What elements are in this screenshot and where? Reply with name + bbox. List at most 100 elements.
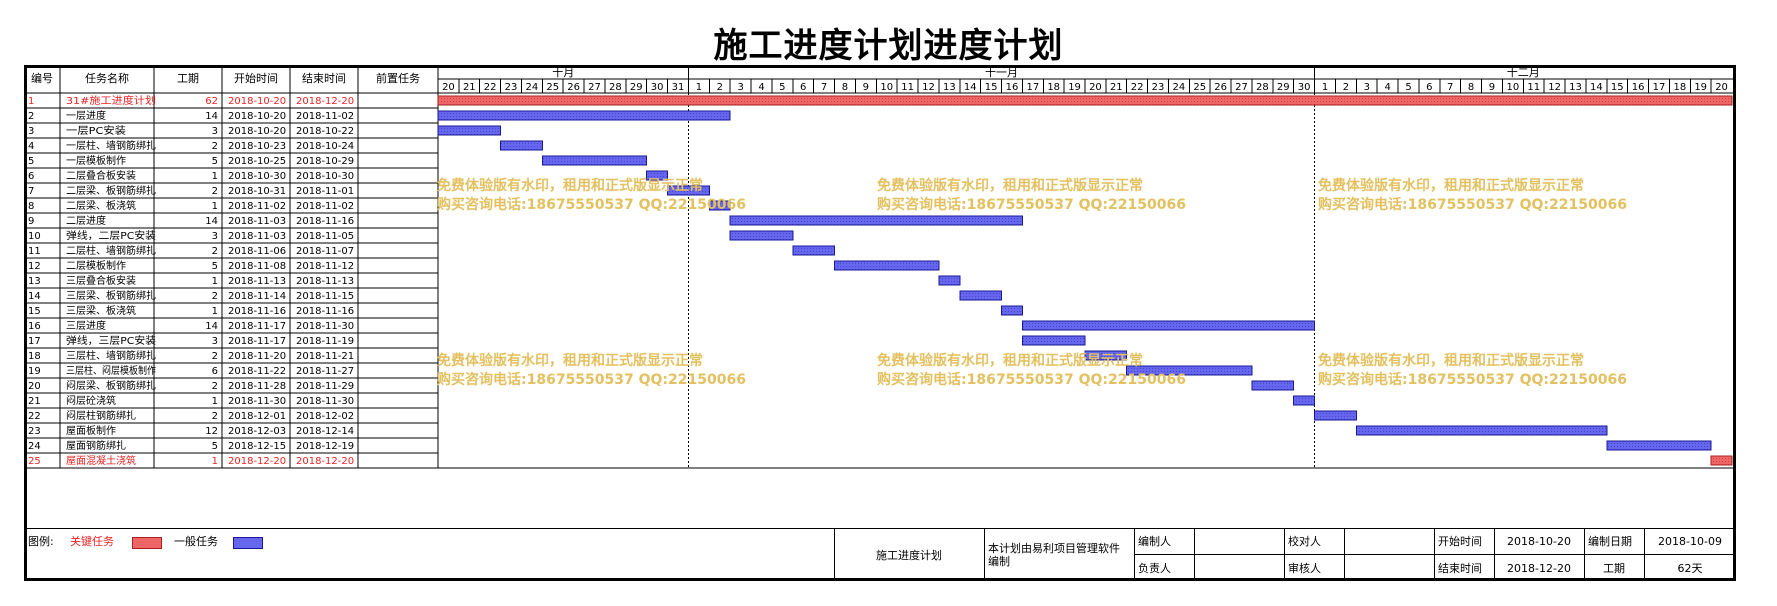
day-tick-label: 25 [1193, 82, 1206, 93]
task-end: 2018-11-30 [296, 321, 354, 332]
task-name: 31#施工进度计划 [66, 94, 156, 107]
legend-title: 图例: [28, 535, 54, 548]
task-bar [1084, 350, 1128, 361]
footer-date-value: 2018-10-09 [1658, 534, 1722, 548]
task-name: 二层叠合板安装 [66, 169, 136, 182]
task-start: 2018-11-28 [228, 381, 286, 392]
task-id: 19 [28, 366, 41, 377]
day-tick-label: 3 [737, 82, 743, 93]
footer-checker-label: 校对人 [1288, 535, 1321, 548]
day-tick-label: 7 [821, 82, 827, 93]
task-bar [959, 290, 1003, 301]
task-duration: 5 [212, 261, 218, 272]
task-start: 2018-12-15 [228, 441, 286, 452]
task-end: 2018-11-30 [296, 396, 354, 407]
task-bar [1021, 335, 1086, 346]
day-tick-label: 5 [1405, 82, 1411, 93]
task-start: 2018-11-30 [228, 396, 286, 407]
task-id: 7 [28, 186, 34, 197]
task-id: 25 [28, 456, 41, 467]
day-tick-label: 20 [1089, 82, 1102, 93]
legend-normal-label: 一般任务 [174, 535, 218, 548]
day-tick-label: 10 [1506, 82, 1519, 93]
task-name: 一层模板制作 [66, 154, 126, 167]
legend-critical-label: 关键任务 [70, 535, 114, 548]
task-end: 2018-11-02 [296, 111, 354, 122]
task-id: 17 [28, 336, 41, 347]
task-start: 2018-11-13 [228, 276, 286, 287]
column-header: 开始时间 [234, 71, 278, 85]
day-tick-label: 21 [1110, 82, 1123, 93]
task-start: 2018-11-08 [228, 261, 286, 272]
task-id: 24 [28, 441, 41, 452]
task-name: 闷层柱钢筋绑扎 [66, 409, 136, 422]
task-bar [1606, 440, 1712, 451]
task-id: 11 [28, 246, 41, 257]
task-end: 2018-12-14 [296, 426, 354, 437]
task-bar [1355, 425, 1608, 436]
task-id: 5 [28, 156, 34, 167]
task-duration: 3 [212, 231, 218, 242]
day-tick-label: 3 [1364, 82, 1370, 93]
task-duration: 2 [212, 381, 218, 392]
day-tick-label: 24 [1173, 82, 1186, 93]
page-title: 施工进度计划进度计划 [713, 26, 1064, 66]
column-header: 任务名称 [85, 71, 129, 85]
task-end: 2018-10-29 [296, 156, 354, 167]
task-duration: 1 [212, 396, 218, 407]
day-tick-label: 21 [463, 82, 476, 93]
task-end: 2018-11-21 [296, 351, 354, 362]
task-duration: 1 [212, 201, 218, 212]
day-tick-label: 24 [526, 82, 539, 93]
day-tick-label: 18 [1673, 82, 1686, 93]
task-name: 一层柱、墙钢筋绑扎 [66, 139, 156, 152]
day-tick-label: 28 [609, 82, 622, 93]
task-bar [646, 170, 669, 181]
day-tick-label: 30 [651, 82, 664, 93]
task-end: 2018-11-16 [296, 306, 354, 317]
task-start: 2018-10-30 [228, 171, 286, 182]
day-tick-label: 11 [901, 82, 914, 93]
day-tick-label: 12 [1548, 82, 1561, 93]
task-name: 弹线，二层PC安装 [66, 229, 156, 242]
task-duration: 1 [212, 456, 218, 467]
task-name: 一层进度 [66, 109, 106, 122]
task-end: 2018-11-29 [296, 381, 354, 392]
day-tick-label: 15 [985, 82, 998, 93]
day-tick-label: 14 [964, 82, 977, 93]
task-name: 三层梁、板钢筋绑扎 [66, 289, 156, 302]
task-id: 21 [28, 396, 41, 407]
day-tick-label: 28 [1256, 82, 1269, 93]
task-bar [938, 275, 961, 286]
task-duration: 12 [205, 426, 218, 437]
task-bar [667, 185, 710, 196]
task-end: 2018-10-24 [296, 141, 354, 152]
day-tick-label: 9 [863, 82, 869, 93]
task-end: 2018-11-16 [296, 216, 354, 227]
day-tick-label: 26 [1214, 82, 1227, 93]
day-tick-label: 4 [758, 82, 764, 93]
task-bar [1021, 320, 1316, 331]
outer-frame [24, 65, 1736, 581]
footer-reviewer-label: 审核人 [1288, 562, 1321, 575]
footer-owner-label: 负责人 [1138, 562, 1171, 575]
task-end: 2018-11-27 [296, 366, 354, 377]
day-tick-label: 27 [1235, 82, 1248, 93]
day-tick-label: 1 [696, 82, 702, 93]
task-id: 12 [28, 261, 41, 272]
task-start: 2018-11-17 [228, 336, 286, 347]
task-duration: 1 [212, 171, 218, 182]
day-tick-label: 20 [442, 82, 455, 93]
task-name: 屋面混凝土浇筑 [66, 454, 136, 467]
task-id: 10 [28, 231, 41, 242]
task-bar [1251, 380, 1295, 391]
task-start: 2018-10-20 [228, 126, 286, 137]
day-tick-label: 29 [630, 82, 643, 93]
day-tick-label: 9 [1489, 82, 1495, 93]
task-start: 2018-12-20 [228, 456, 286, 467]
task-duration: 5 [212, 441, 218, 452]
task-start: 2018-11-14 [228, 291, 286, 302]
task-bar [541, 155, 648, 166]
task-end: 2018-12-19 [296, 441, 354, 452]
